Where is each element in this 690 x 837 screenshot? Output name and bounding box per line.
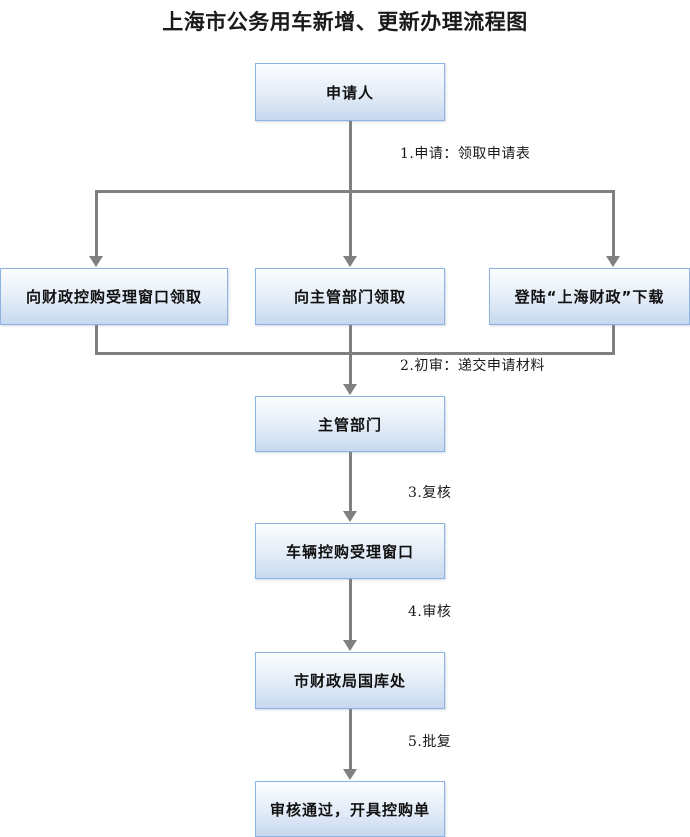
step-label-2: 2.初审：递交申请材料 [400,358,545,374]
node-vehicle-control-window[interactable]: 车辆控购受理窗口 [255,523,445,579]
node-website-download[interactable]: 登陆“上海财政”下载 [489,268,690,325]
step-label-1: 1.申请：领取申请表 [400,146,531,162]
arrowhead-treasury-to-approved [343,769,357,780]
connector-branch-left [95,190,98,258]
node-approved-issue-order[interactable]: 审核通过，开具控购单 [255,781,445,837]
step-label-5: 5.批复 [408,734,452,750]
arrowhead-branch-middle [343,256,357,267]
connector-treasury-to-approved [349,709,352,770]
arrowhead-dept-to-carwindow [343,511,357,522]
node-municipal-treasury[interactable]: 市财政局国库处 [255,652,445,709]
connector-carwindow-to-treasury [349,579,352,641]
connector-branch-right [612,190,615,258]
step-label-4: 4.审核 [408,604,452,620]
connector-merge-left [95,325,98,355]
step-label-3: 3.复核 [408,485,452,501]
node-department-pickup[interactable]: 向主管部门领取 [255,268,445,325]
connector-merge-stem [349,325,352,386]
arrowhead-branch-left [89,256,103,267]
connector-applicant-stem [349,121,352,193]
node-supervising-department[interactable]: 主管部门 [255,396,445,452]
page-title: 上海市公务用车新增、更新办理流程图 [162,9,528,34]
node-applicant[interactable]: 申请人 [255,63,445,121]
node-window-pickup[interactable]: 向财政控购受理窗口领取 [0,268,228,325]
connector-branch-middle [349,190,352,258]
arrowhead-branch-right [606,256,620,267]
arrowhead-carwindow-to-treasury [343,640,357,651]
connector-fanout-bar [95,190,615,193]
connector-merge-bar [95,352,615,355]
arrowhead-merge-to-dept [343,384,357,395]
connector-merge-right [612,325,615,355]
connector-dept-to-carwindow [349,452,352,512]
